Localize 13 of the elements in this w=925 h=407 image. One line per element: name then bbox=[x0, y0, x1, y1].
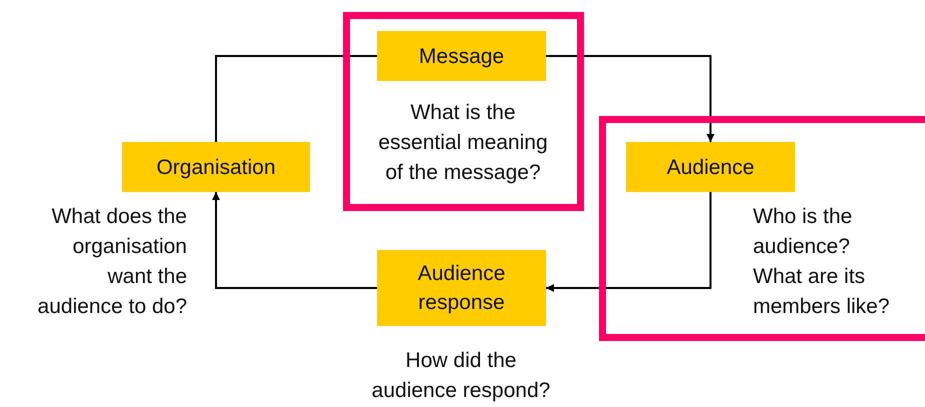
question-text: What does the organisation want the audience to do? bbox=[36, 204, 187, 320]
highlight-frame bbox=[343, 12, 584, 211]
connector-arrow bbox=[546, 55, 714, 142]
question-text: What is the essential meaning of the message? bbox=[377, 100, 549, 186]
label-box: Message bbox=[377, 31, 546, 81]
label-box: Organisation bbox=[122, 142, 310, 192]
question-text: Who is the audience? What are its members like? bbox=[753, 204, 891, 320]
highlight-frame bbox=[599, 116, 925, 341]
label-box: Audience response bbox=[377, 250, 546, 326]
connector-arrow bbox=[546, 192, 712, 292]
connector-arrow bbox=[212, 192, 377, 289]
question-text: How did the audience respond? bbox=[371, 348, 551, 404]
label-box: Audience bbox=[626, 142, 795, 192]
